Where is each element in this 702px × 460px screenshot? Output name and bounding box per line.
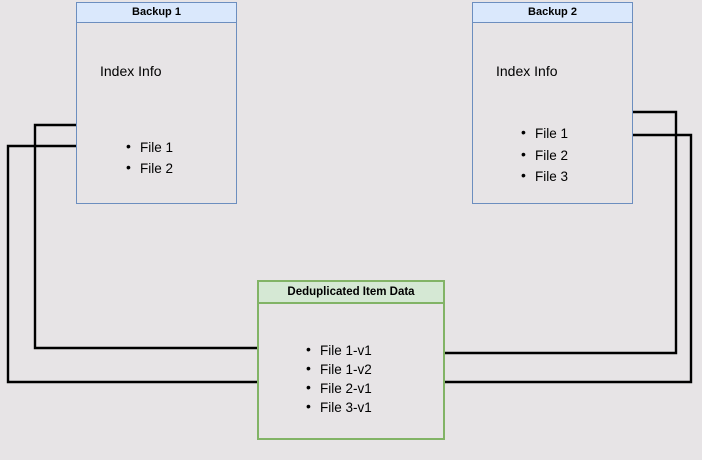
backup2-title: Backup 2 [473, 3, 632, 23]
list-item: File 2-v1 [306, 378, 372, 398]
backup1-body: Index Info File 1 File 2 [77, 23, 236, 223]
backup1-file-list: File 1 File 2 [126, 136, 173, 179]
deduplicated-body: File 1-v1 File 1-v2 File 2-v1 File 3-v1 [259, 304, 443, 460]
backup2-index-info-label: Index Info [496, 63, 558, 79]
list-item: File 1-v1 [306, 340, 372, 360]
list-item: File 1 [126, 136, 173, 158]
list-item: File 1 [521, 122, 568, 145]
list-item: File 2 [126, 157, 173, 179]
deduplicated-item-data-title: Deduplicated Item Data [259, 282, 443, 304]
backup2-body: Index Info File 1 File 2 File 3 [473, 23, 632, 223]
deduplicated-file-list: File 1-v1 File 1-v2 File 2-v1 File 3-v1 [306, 340, 372, 417]
deduplicated-item-data-box: Deduplicated Item Data File 1-v1 File 1-… [257, 280, 445, 440]
backup2-box: Backup 2 Index Info File 1 File 2 File 3 [472, 2, 633, 204]
backup1-index-info-label: Index Info [100, 63, 162, 79]
list-item: File 3-v1 [306, 397, 372, 417]
list-item: File 1-v2 [306, 359, 372, 379]
list-item: File 2 [521, 144, 568, 167]
backup2-file-list: File 1 File 2 File 3 [521, 122, 568, 188]
diagram-canvas: Backup 1 Index Info File 1 File 2 Backup… [0, 0, 702, 442]
backup1-box: Backup 1 Index Info File 1 File 2 [76, 2, 237, 204]
list-item: File 3 [521, 165, 568, 188]
backup1-title: Backup 1 [77, 3, 236, 23]
